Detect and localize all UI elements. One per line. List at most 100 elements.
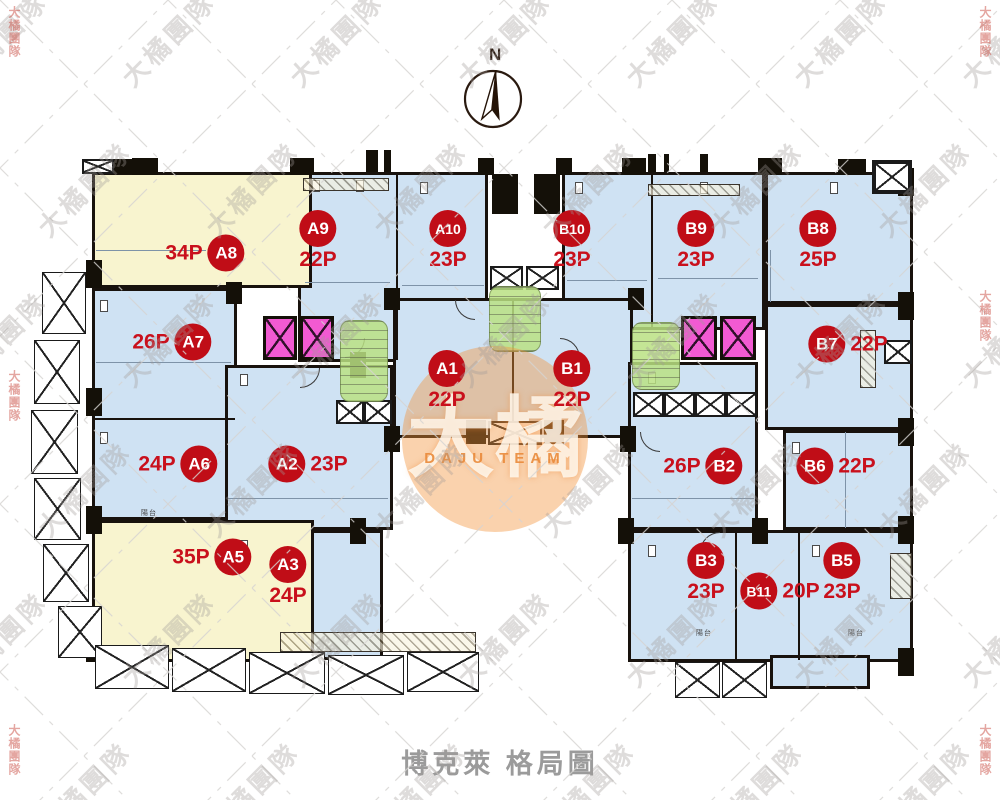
unit-size: 22P xyxy=(553,388,591,411)
tiled-watermark-text: 大橘團隊 xyxy=(956,586,1000,693)
column-block xyxy=(898,292,914,320)
unit-area-b11-tail xyxy=(770,655,870,689)
stairwell xyxy=(632,322,680,390)
unit-size: 24P xyxy=(269,584,307,607)
unit-badge: A2 xyxy=(268,445,306,483)
page-title: 博克萊 格局圖 xyxy=(401,749,599,779)
balcony-x-box xyxy=(407,652,479,692)
column-block xyxy=(648,154,656,172)
unit-label-b6: B6 22P xyxy=(796,447,876,485)
unit-size: 23P xyxy=(677,248,715,271)
balcony-x-box xyxy=(95,645,169,689)
shaft-block xyxy=(492,174,518,214)
balcony-label: 陽台 xyxy=(848,630,864,637)
balcony-x-box xyxy=(34,478,81,540)
room-line xyxy=(658,278,758,279)
edge-watermark: 大橘團隊 xyxy=(978,6,992,58)
tiled-watermark-text: 大橘團隊 xyxy=(788,0,895,93)
corridor-x-box xyxy=(695,392,726,417)
compass-n-label: N xyxy=(489,45,501,64)
unit-badge: A5 xyxy=(214,538,252,576)
column-block xyxy=(898,648,914,676)
room-line xyxy=(770,250,771,302)
fixture xyxy=(100,432,108,444)
column-block xyxy=(758,158,782,175)
unit-badge: A7 xyxy=(174,323,212,361)
unit-size: 23P xyxy=(553,248,591,271)
room-line xyxy=(632,498,754,499)
balcony-x-box xyxy=(42,272,86,334)
unit-badge: B10 xyxy=(553,210,591,247)
wall xyxy=(94,418,235,420)
column-block xyxy=(628,288,644,310)
fixture xyxy=(648,545,656,557)
hatch-strip xyxy=(890,553,912,599)
column-block xyxy=(86,388,102,416)
unit-label-a8: 34P A8 xyxy=(165,234,245,272)
hatch-strip xyxy=(648,184,740,196)
unit-label-b7: B7 22P xyxy=(808,325,888,363)
corridor-x-box xyxy=(364,400,392,424)
unit-badge: A1 xyxy=(428,350,466,387)
unit-label-b2: 26P B2 xyxy=(663,447,743,485)
column-block xyxy=(350,518,366,544)
balcony-x-box xyxy=(34,340,80,404)
unit-size: 35P xyxy=(172,545,210,569)
balcony-x-box xyxy=(43,544,89,602)
column-block xyxy=(478,158,494,175)
vent-x-box xyxy=(884,340,912,364)
unit-badge: A3 xyxy=(269,546,307,583)
fixture xyxy=(100,300,108,312)
unit-size: 25P xyxy=(799,248,837,271)
column-block xyxy=(752,518,768,544)
edge-watermark: 大橘團隊 xyxy=(7,370,21,422)
unit-size: 26P xyxy=(663,454,701,478)
column-block xyxy=(384,288,400,310)
balcony-x-box xyxy=(249,652,325,694)
corridor-x-box xyxy=(726,392,757,417)
unit-size: 22P xyxy=(299,248,337,271)
daju-team-watermark: DAJU TEAM xyxy=(424,450,566,467)
tiled-watermark-text: 大橘團隊 xyxy=(284,0,391,93)
balcony-x-box xyxy=(172,648,246,692)
elevator-shaft xyxy=(720,316,756,360)
unit-badge: B6 xyxy=(796,447,834,485)
wall xyxy=(735,532,737,660)
unit-label-b8: B8 25P xyxy=(799,210,837,271)
fixture xyxy=(812,545,820,557)
unit-label-a10: A10 23P xyxy=(429,210,467,270)
unit-label-b9: B9 23P xyxy=(677,210,715,271)
edge-watermark: 大橘團隊 xyxy=(978,290,992,342)
unit-label-b11: B11 20P xyxy=(740,572,820,610)
unit-badge: A8 xyxy=(207,234,245,272)
unit-badge: A10 xyxy=(429,210,467,247)
unit-label-a9: A9 22P xyxy=(299,210,337,271)
unit-label-b3: B3 23P xyxy=(687,542,725,603)
column-block xyxy=(898,516,914,544)
north-compass: N xyxy=(456,44,530,141)
elevator-shaft xyxy=(681,316,717,360)
corridor-x-box xyxy=(664,392,695,417)
stairwell xyxy=(340,320,388,402)
unit-size: 20P xyxy=(782,579,820,603)
unit-label-b5: B5 23P xyxy=(823,542,861,603)
balcony-x-box xyxy=(722,662,767,698)
unit-badge: B9 xyxy=(677,210,715,247)
edge-watermark: 大橘團隊 xyxy=(7,6,21,58)
unit-badge: B8 xyxy=(799,210,837,247)
unit-label-a7: 26P A7 xyxy=(132,323,212,361)
fixture xyxy=(575,182,583,194)
column-block xyxy=(226,282,242,304)
room-line xyxy=(402,285,484,286)
room-line xyxy=(228,498,388,499)
wall xyxy=(651,174,653,328)
unit-size: 23P xyxy=(823,580,861,603)
unit-label-b1: B1 22P xyxy=(553,350,591,411)
unit-size: 23P xyxy=(687,580,725,603)
column-block xyxy=(838,159,866,175)
unit-label-a1: A1 22P xyxy=(428,350,466,410)
unit-label-a5: 35P A5 xyxy=(172,538,252,576)
edge-watermark: 大橘團隊 xyxy=(7,724,21,776)
corridor-x-box xyxy=(633,392,664,417)
room-line xyxy=(96,362,231,363)
